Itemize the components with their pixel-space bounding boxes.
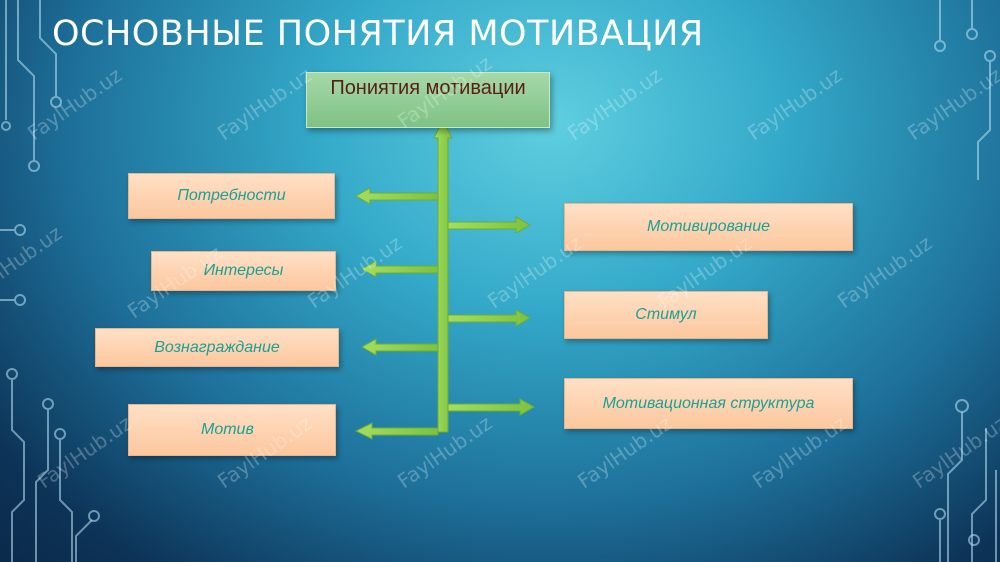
box-stimul: Стимул xyxy=(564,291,768,339)
arrow-to-potrebnosti xyxy=(354,187,439,205)
head-concept-box: Пониятия мотивации xyxy=(306,72,550,128)
arrow-to-motivirovanie xyxy=(447,216,532,234)
head-concept-label: Пониятия мотивации xyxy=(330,77,526,99)
trunk-arrow xyxy=(433,118,453,433)
arrow-to-interesy xyxy=(360,260,439,278)
box-interesy: Интересы xyxy=(151,251,336,291)
box-label: Мотив xyxy=(201,421,254,438)
arrow-to-motiv xyxy=(354,422,439,440)
slide-title: ОСНОВНЫЕ ПОНЯТИЯ МОТИВАЦИЯ xyxy=(52,14,704,54)
box-motivirovanie: Мотивирование xyxy=(564,203,853,251)
box-motiv: Мотив xyxy=(128,404,336,456)
box-label: Вознаграждание xyxy=(154,338,280,356)
box-label: Мотивирование xyxy=(647,218,770,235)
box-label: Интересы xyxy=(203,262,284,279)
box-struktura: Мотивационная структура xyxy=(564,378,853,429)
box-label: Стимул xyxy=(635,306,697,323)
arrow-to-stimul xyxy=(447,309,532,327)
box-voznagrazhdanie: Вознаграждание xyxy=(95,328,339,367)
box-label: Мотивационная структура xyxy=(602,394,815,412)
box-label: Потребности xyxy=(177,187,286,204)
arrow-to-voznagrazhdanie xyxy=(360,338,439,356)
box-potrebnosti: Потребности xyxy=(128,173,335,219)
arrow-to-struktura xyxy=(447,398,536,416)
